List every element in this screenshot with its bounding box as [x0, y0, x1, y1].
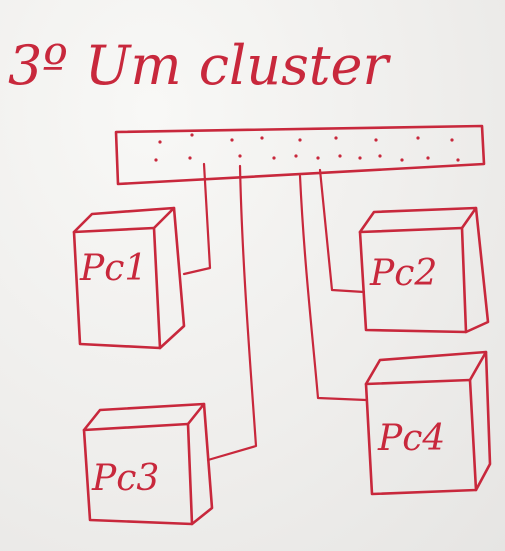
pc2-box: Pc2: [358, 206, 490, 334]
cable-pc2: [318, 168, 366, 294]
pc3-box: Pc3: [82, 402, 214, 526]
network-cables: [182, 162, 368, 462]
cable-pc1: [182, 162, 212, 276]
diagram-title: 3º Um cluster: [8, 34, 391, 97]
pc4-box: Pc4: [364, 350, 492, 496]
switch-ports: [154, 133, 460, 162]
network-switch: [114, 124, 486, 186]
pc1-box: Pc1: [72, 206, 186, 350]
cable-pc4: [298, 174, 368, 402]
pc4-label: Pc4: [377, 418, 445, 459]
pc3-label: Pc3: [91, 458, 159, 499]
pc1-label: Pc1: [79, 248, 147, 289]
cable-pc3: [206, 164, 258, 462]
pc2-label: Pc2: [369, 253, 437, 294]
